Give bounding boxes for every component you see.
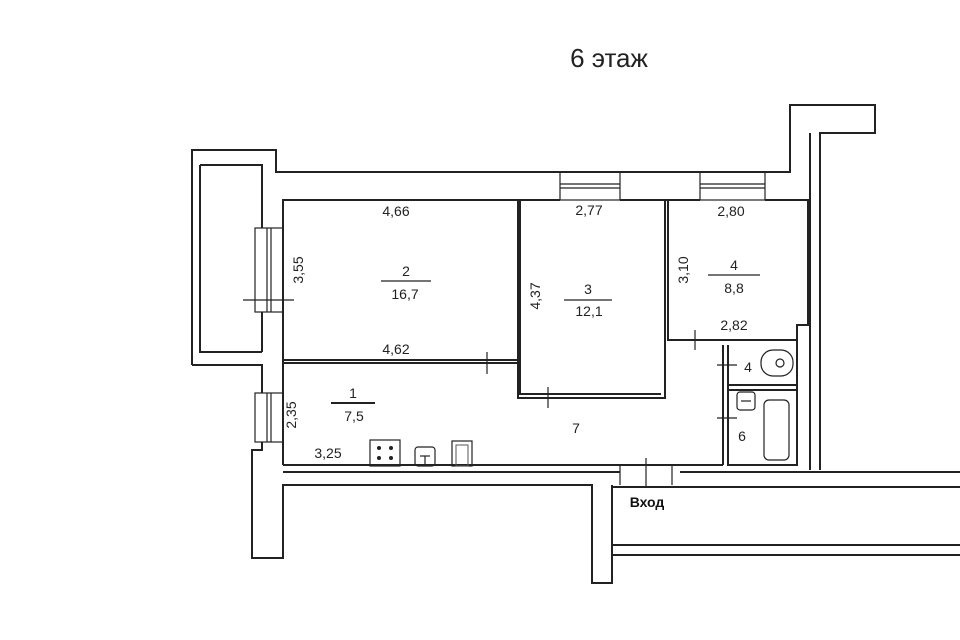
bathtub-icon — [763, 399, 790, 461]
kitchen-sink-icon — [414, 446, 436, 467]
windows — [254, 171, 766, 443]
dim-room4-side: 3,10 — [675, 256, 691, 283]
dim-room4-bottom: 2,82 — [720, 317, 747, 333]
door-marks — [243, 299, 737, 488]
dim-room2-top: 4,66 — [382, 203, 409, 219]
room-2-number: 2 — [402, 263, 410, 279]
dim-room1-bottom: 3,25 — [314, 445, 341, 461]
toilet-icon — [760, 349, 794, 377]
hall-number: 7 — [572, 420, 580, 436]
floor-title: 6 этаж — [570, 43, 648, 73]
wc-number: 4 — [744, 359, 752, 375]
outer-walls — [191, 104, 960, 584]
dim-room3-top: 2,77 — [575, 202, 602, 218]
fridge-icon — [451, 440, 473, 467]
bathroom-sink-icon — [736, 391, 756, 411]
room-1-number: 1 — [349, 385, 357, 401]
entrance-label: Вход — [630, 494, 665, 510]
dim-room2-bottom: 4,62 — [382, 341, 409, 357]
room-3-number: 3 — [584, 281, 592, 297]
kitchen-stove-icon — [369, 439, 401, 467]
bath-number: 6 — [738, 428, 746, 444]
dim-room4-top: 2,80 — [717, 203, 744, 219]
room-4-area: 8,8 — [724, 280, 744, 296]
dim-room1-side: 2,35 — [283, 401, 299, 428]
dim-room2-side: 3,55 — [290, 256, 306, 283]
room-1-area: 7,5 — [344, 408, 364, 424]
room-4-number: 4 — [730, 257, 738, 273]
room-2-area: 16,7 — [391, 286, 418, 302]
room-3-area: 12,1 — [575, 303, 602, 319]
dim-room3-side: 4,37 — [527, 282, 543, 309]
